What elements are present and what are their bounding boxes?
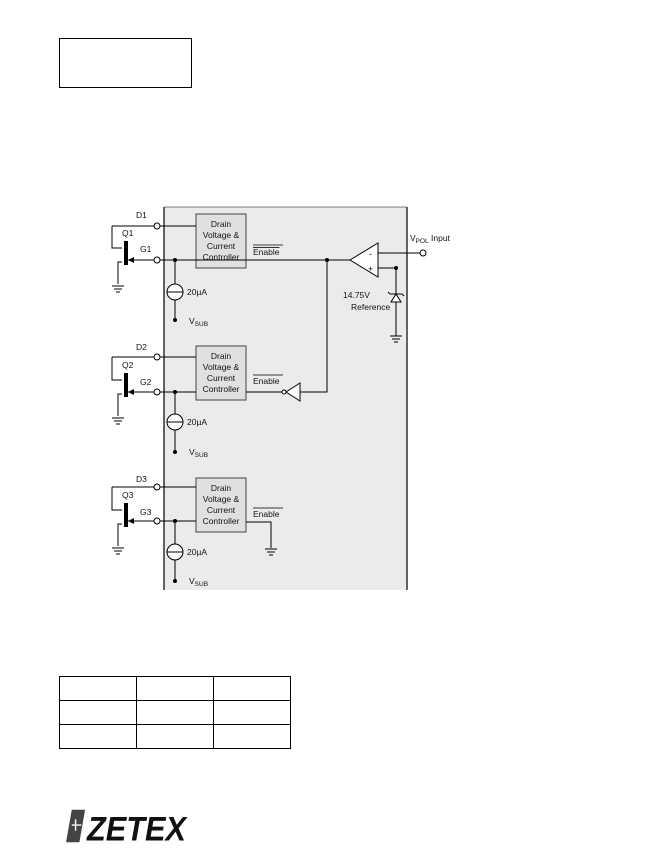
controller-label-line: Current xyxy=(207,373,236,383)
controller-block xyxy=(195,213,247,269)
transistor-label: Q1 xyxy=(122,228,134,238)
channel-3: Drain Voltage & Current Controller D3 Q3… xyxy=(111,474,283,588)
transistor-label: Q2 xyxy=(122,360,134,370)
table-cell xyxy=(59,724,137,749)
inverter-bubble xyxy=(281,389,287,395)
current-value: 20µA xyxy=(187,547,207,557)
channel-1: Drain Voltage & Current Controller D1 Q1… xyxy=(111,210,350,328)
current-value: 20µA xyxy=(187,417,207,427)
enable-ground-wire xyxy=(246,521,272,548)
source-lead xyxy=(117,393,122,416)
enable-label: Enable xyxy=(253,509,280,519)
table-row xyxy=(59,700,291,725)
drain-lead xyxy=(111,226,122,249)
transistor-q2 xyxy=(124,373,128,397)
logo-wordmark: ZETEX xyxy=(86,810,188,846)
controller-label-line: Drain xyxy=(211,219,232,229)
table-cell xyxy=(136,700,214,725)
table-cell xyxy=(59,676,137,701)
zener-bar xyxy=(387,291,405,297)
controller-label-line: Controller xyxy=(203,516,240,526)
gate-arrow xyxy=(128,518,134,524)
reference-label: Reference xyxy=(351,302,390,312)
gate-label: G2 xyxy=(140,377,152,387)
transistor-q3 xyxy=(124,503,128,527)
gate-pin xyxy=(153,388,161,396)
controller-label-line: Drain xyxy=(211,483,232,493)
table-cell xyxy=(136,724,214,749)
enable-label: Enable xyxy=(253,376,280,386)
table-cell xyxy=(213,724,291,749)
gate-label: G3 xyxy=(140,507,152,517)
reference-voltage: 14.75V xyxy=(343,290,370,300)
drain-lead xyxy=(111,357,122,381)
zetex-logo: ZETEX xyxy=(66,809,188,846)
controller-label-line: Drain xyxy=(211,351,232,361)
vpol-pin xyxy=(419,249,427,257)
gate-arrow xyxy=(128,389,134,395)
ground-symbol xyxy=(265,548,277,556)
empty-title-box xyxy=(59,38,192,88)
drain-label: D2 xyxy=(136,342,147,352)
logo-mark-glyph xyxy=(71,819,82,831)
drain-label: D3 xyxy=(136,474,147,484)
vsub-label: VSUB xyxy=(189,576,208,588)
vsub-dot xyxy=(173,450,177,454)
table-cell xyxy=(136,676,214,701)
channel-2: Drain Voltage & Current Controller D2 Q2… xyxy=(111,342,301,459)
vsub-label: VSUB xyxy=(189,316,208,328)
gate-arrow xyxy=(128,257,134,263)
vsub-dot xyxy=(173,318,177,322)
controller-label-line: Voltage & xyxy=(203,362,240,372)
ground-symbol xyxy=(390,335,402,343)
reference-junction xyxy=(394,266,398,270)
vsub-label: VSUB xyxy=(189,447,208,459)
enable-label: Enable xyxy=(253,247,280,257)
table-cell xyxy=(59,700,137,725)
ground-symbol xyxy=(112,285,124,293)
transistor-label: Q3 xyxy=(122,490,134,500)
drain-pin xyxy=(153,483,161,491)
drain-label: D1 xyxy=(136,210,147,220)
gate-pin xyxy=(153,517,161,525)
controller-block xyxy=(195,345,247,401)
transistor-q1 xyxy=(124,241,128,265)
vpol-label: VPOL Input xyxy=(410,233,451,245)
empty-table xyxy=(59,676,291,749)
drain-pin xyxy=(153,222,161,230)
comparator-minus: - xyxy=(369,249,372,259)
source-lead xyxy=(117,261,122,284)
table-row xyxy=(59,676,291,701)
table-cell xyxy=(213,700,291,725)
controller-label-line: Controller xyxy=(203,384,240,394)
controller-label-line: Current xyxy=(207,241,236,251)
comparator-triangle xyxy=(349,242,379,278)
drain-pin xyxy=(153,353,161,361)
inverter-buffer-icon xyxy=(285,382,301,402)
drain-lead xyxy=(111,487,122,511)
gate-pin xyxy=(153,256,161,264)
ground-symbol xyxy=(112,417,124,425)
enable-link-wire xyxy=(300,260,328,393)
table-cell xyxy=(213,676,291,701)
zener-diode-icon xyxy=(390,293,402,303)
ground-symbol xyxy=(112,547,124,555)
controller-label-line: Current xyxy=(207,505,236,515)
controller-label-line: Voltage & xyxy=(203,494,240,504)
gate-label: G1 xyxy=(140,244,152,254)
controller-block xyxy=(195,477,247,533)
table-row xyxy=(59,724,291,749)
vsub-dot xyxy=(173,579,177,583)
controller-label-line: Controller xyxy=(203,252,240,262)
source-lead xyxy=(117,523,122,546)
controller-label-line: Voltage & xyxy=(203,230,240,240)
comparator-plus: + xyxy=(368,264,373,274)
current-value: 20µA xyxy=(187,287,207,297)
comparator: - + VPOL Input 14.75V Reference xyxy=(343,233,451,343)
